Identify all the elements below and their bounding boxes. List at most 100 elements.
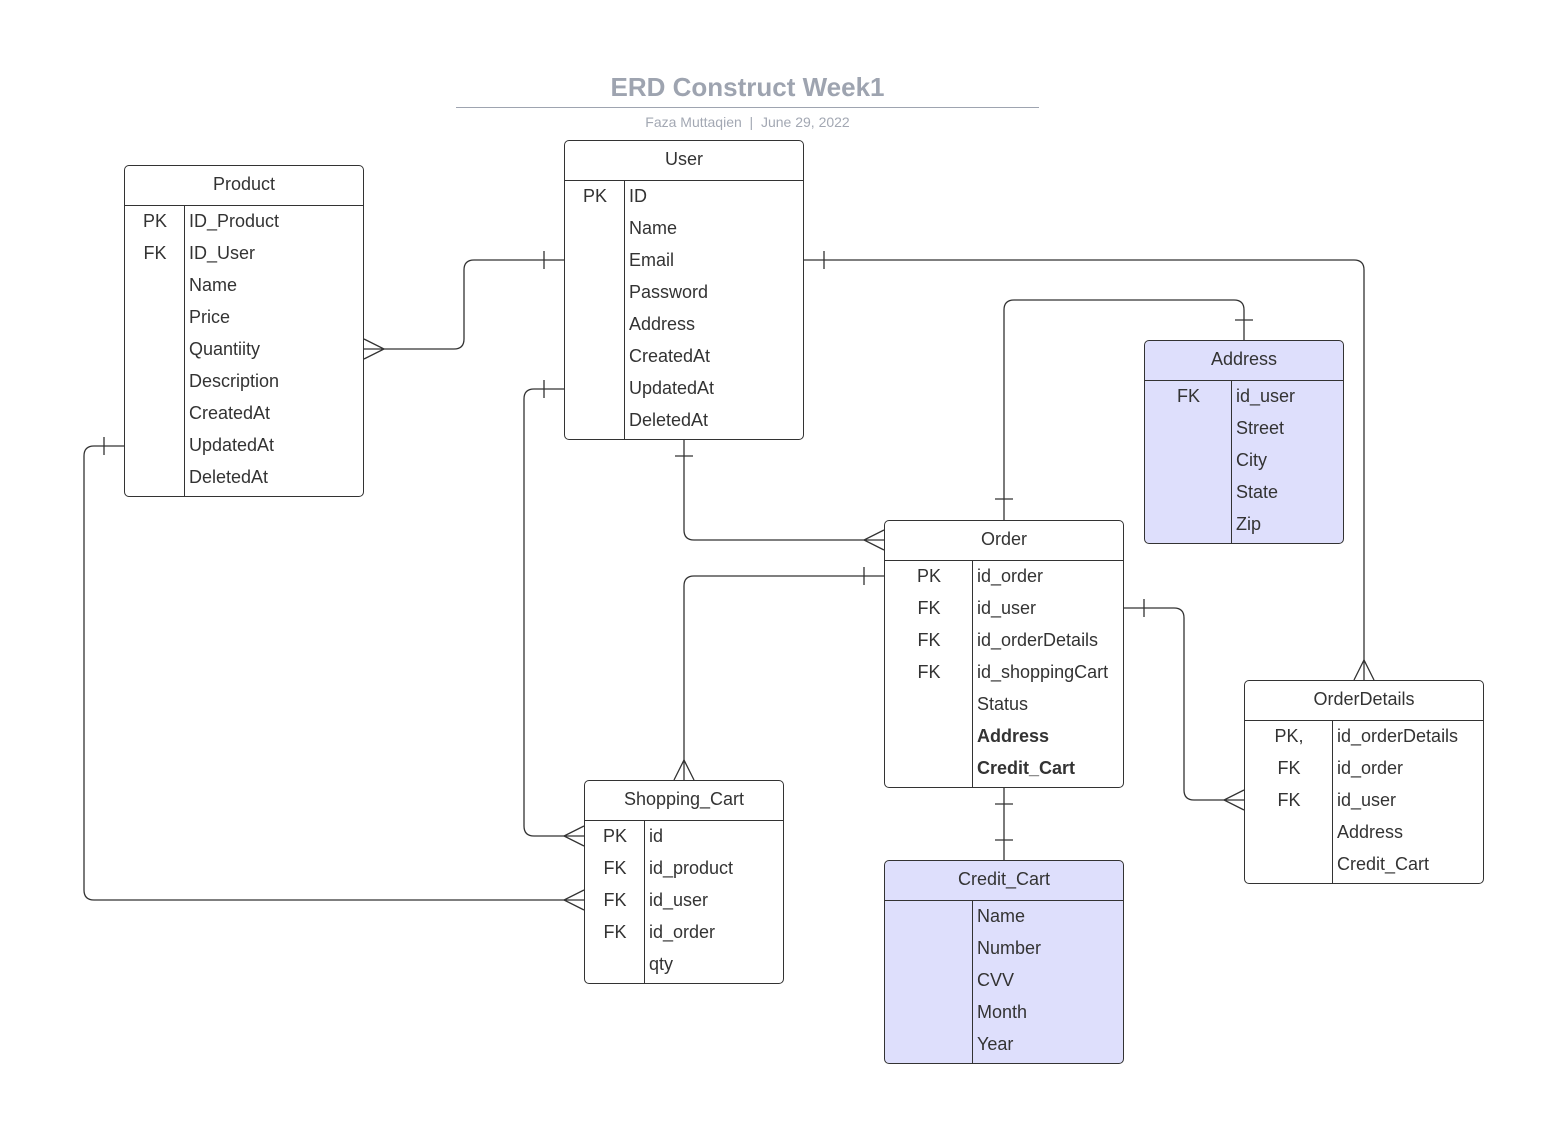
attribute-name: Street (1236, 418, 1285, 438)
attribute-name: Status (977, 694, 1029, 714)
entity-title: Order (885, 521, 1123, 561)
attribute-name: id_user (977, 598, 1037, 618)
attribute-row: Zip (1145, 511, 1343, 543)
attribute-row: Password (565, 279, 803, 311)
subtitle-separator: | (749, 114, 754, 130)
attribute-name: Price (189, 307, 231, 327)
attribute-row: DeletedAt (565, 407, 803, 439)
attribute-row: CreatedAt (125, 400, 363, 432)
attribute-name: id_orderDetails (977, 630, 1099, 650)
entity-title: Address (1145, 341, 1343, 381)
attribute-row: Email (565, 247, 803, 279)
attribute-name: UpdatedAt (629, 378, 715, 398)
many-marker (673, 758, 695, 781)
attribute-name: CreatedAt (189, 403, 271, 423)
attribute-name: Address (977, 726, 1050, 746)
entity-title: OrderDetails (1245, 681, 1483, 721)
column-divider (1332, 721, 1333, 883)
attribute-name: qty (649, 954, 674, 974)
attribute-name: ID_User (189, 243, 256, 263)
attribute-name: id_shoppingCart (977, 662, 1109, 682)
attribute-row: Status (885, 691, 1123, 723)
attribute-name: id_order (1337, 758, 1404, 778)
key-label: FK (603, 922, 627, 942)
attribute-name: Password (629, 282, 709, 302)
column-divider (972, 901, 973, 1063)
attribute-name: Name (189, 275, 238, 295)
key-label: FK (603, 890, 627, 910)
attribute-name: Number (977, 938, 1042, 958)
relationship-product-shopping-cart (83, 445, 584, 901)
relationship-user-product (364, 259, 564, 350)
relationship-order-orderdetails (1124, 607, 1244, 801)
relationship-user-order (683, 436, 884, 541)
many-marker (1222, 789, 1245, 811)
author: Faza Muttaqien (645, 114, 742, 130)
attribute-name: ID_Product (189, 211, 280, 231)
date: June 29, 2022 (760, 114, 850, 130)
relationship-order-shopping-cart (683, 575, 884, 780)
title-underline (456, 107, 1039, 108)
diagram-subtitle: Faza Muttaqien | June 29, 2022 (456, 114, 1039, 130)
attribute-name: Name (629, 218, 678, 238)
column-divider (644, 821, 645, 983)
attribute-name: Year (977, 1034, 1014, 1054)
attribute-row: UpdatedAt (125, 432, 363, 464)
many-marker (562, 889, 585, 911)
attribute-row: State (1145, 479, 1343, 511)
attribute-name: id_order (649, 922, 716, 942)
attribute-name: State (1236, 482, 1279, 502)
attribute-row: Month (885, 999, 1123, 1031)
relationship-user-shopping-cart (523, 388, 584, 837)
attribute-row: Description (125, 368, 363, 400)
attribute-name: id_orderDetails (1337, 726, 1459, 746)
attribute-name: UpdatedAt (189, 435, 275, 455)
entity-title: Credit_Cart (885, 861, 1123, 901)
attribute-name: CreatedAt (629, 346, 711, 366)
many-marker (862, 529, 885, 551)
key-label: FK (917, 598, 941, 618)
attribute-row: Address (1245, 819, 1483, 851)
attribute-name: ID (629, 186, 647, 206)
attribute-name: Zip (1236, 514, 1262, 534)
attribute-name: CVV (977, 970, 1015, 990)
attribute-name: Credit_Cart (1337, 854, 1430, 874)
attribute-name: id_user (649, 890, 709, 910)
column-divider (972, 561, 973, 787)
attribute-name: DeletedAt (629, 410, 709, 430)
attribute-name: Description (189, 371, 280, 391)
entity-title: User (565, 141, 803, 181)
relationship-order-address (1003, 299, 1245, 520)
attribute-row: Address (565, 311, 803, 343)
attribute-row: UpdatedAt (565, 375, 803, 407)
attribute-row: DeletedAt (125, 464, 363, 496)
attribute-row: FK id_user (885, 595, 1123, 627)
attribute-row: Credit_Cart (1245, 851, 1483, 883)
attribute-name: Month (977, 1002, 1028, 1022)
many-marker (1353, 658, 1375, 681)
attribute-name: Address (1337, 822, 1404, 842)
attribute-name: id_order (977, 566, 1044, 586)
many-marker (562, 825, 585, 847)
attribute-name: Email (629, 250, 675, 270)
column-divider (624, 181, 625, 439)
attribute-row: Price (125, 304, 363, 336)
attribute-row: Name (125, 272, 363, 304)
key-label: FK (1176, 386, 1200, 406)
